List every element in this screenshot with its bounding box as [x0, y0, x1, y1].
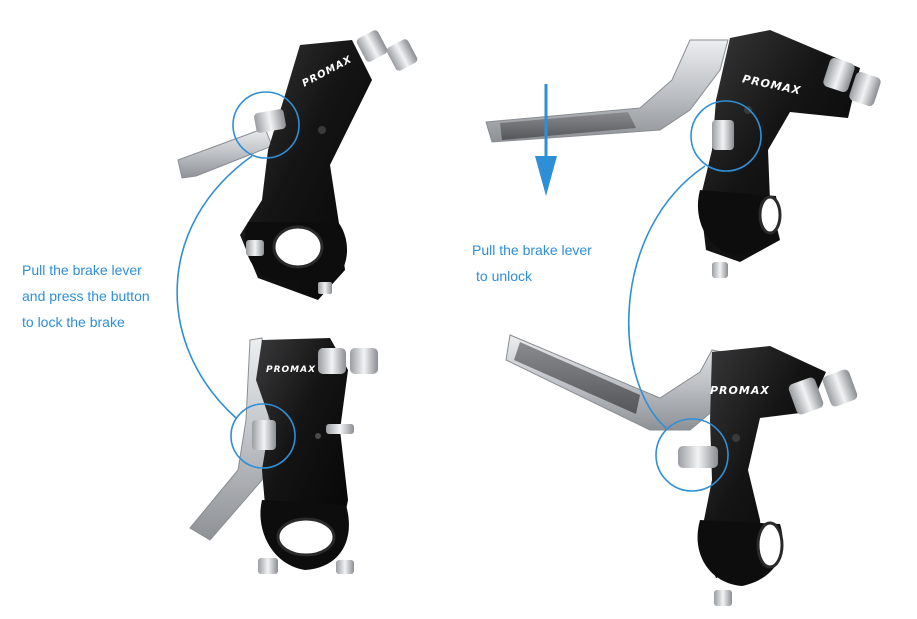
caption-unlock-instructions: Pull the brake lever to unlock	[472, 237, 592, 289]
clamp-bolt	[246, 240, 264, 256]
clamp-hole	[756, 521, 784, 569]
caption-line: Pull the brake lever	[22, 262, 142, 278]
arrow-down-icon	[535, 84, 557, 196]
brake-lever-bottom-right: PROMAX	[505, 334, 858, 606]
adjuster-knob	[318, 348, 346, 374]
lock-button	[252, 420, 276, 450]
adjuster-knob	[822, 369, 858, 407]
adjuster-knob	[386, 39, 418, 71]
highlight-circle-top-left	[232, 91, 300, 159]
caption-lock-instructions: Pull the brake lever and press the butto…	[22, 257, 150, 335]
clamp-bolt	[712, 262, 728, 278]
lock-button	[678, 446, 718, 468]
highlight-circle-top-right	[690, 100, 762, 172]
adjuster-knob	[823, 58, 855, 92]
caption-line: Pull the brake lever	[472, 242, 592, 258]
pivot-bolt	[315, 433, 321, 439]
connector-arc-right	[628, 165, 706, 429]
brake-lever-bottom-left: PROMAX	[189, 337, 378, 574]
clamp-hole	[758, 195, 782, 235]
clamp-hole	[272, 225, 324, 269]
lever-grip	[500, 112, 636, 140]
annotation-lock	[176, 91, 300, 469]
adjuster-knob	[788, 377, 824, 415]
lever-blade	[177, 127, 273, 179]
pivot-bolt	[732, 434, 740, 442]
caption-line: to lock the brake	[22, 314, 125, 330]
caption-line: and press the button	[22, 288, 150, 304]
clamp-bolt	[714, 590, 732, 606]
lever-clamp	[697, 190, 778, 256]
adjuster-knob	[356, 30, 388, 62]
lock-button	[254, 109, 286, 133]
clamp-hole	[276, 517, 336, 557]
lock-pin	[326, 424, 354, 434]
lever-blade	[505, 334, 741, 431]
clamp-bolt	[258, 558, 278, 574]
caption-line: to unlock	[476, 268, 533, 284]
lock-button	[712, 120, 734, 150]
adjuster-knob	[350, 348, 378, 374]
clamp-bolt	[336, 560, 354, 574]
lever-grip	[514, 342, 640, 414]
brake-lever-top-left: PROMAX	[177, 30, 418, 300]
connector-arc-left	[176, 155, 253, 419]
adjuster-knob	[849, 72, 881, 106]
annotation-unlock	[628, 100, 762, 492]
brand-logo: PROMAX	[710, 384, 770, 397]
highlight-circle-bottom-left	[230, 403, 296, 469]
clamp-bolt	[318, 282, 332, 294]
pivot-bolt	[318, 126, 326, 134]
highlight-circle-bottom-right	[655, 418, 729, 492]
brand-logo: PROMAX	[266, 365, 316, 375]
lever-body	[256, 338, 348, 540]
